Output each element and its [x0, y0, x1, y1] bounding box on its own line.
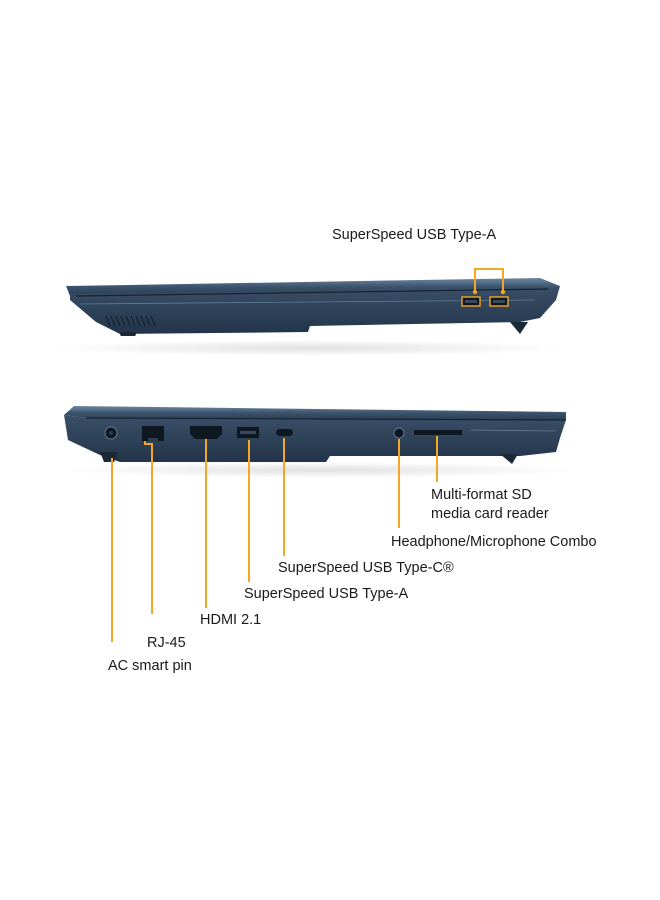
laptop-lid [66, 278, 560, 296]
laptop-shadow [50, 340, 570, 356]
usb-a-port-tongue [493, 300, 505, 303]
lid-edge-line [85, 417, 567, 421]
lid-edge-line [75, 288, 549, 297]
usb-c-label: SuperSpeed USB Type-C® [278, 560, 454, 576]
laptop-lid [64, 406, 566, 420]
hdmi-label: HDMI 2.1 [200, 612, 261, 628]
laptop-base [64, 415, 566, 462]
foot [120, 332, 136, 336]
ethernet-port-icon [142, 426, 164, 441]
ac-smart-pin-label: AC smart pin [108, 658, 192, 674]
base-seam-line [79, 299, 536, 305]
rj45-callout-line [144, 441, 153, 614]
rear-foot [500, 454, 518, 464]
rear-foot [510, 322, 528, 334]
laptop-right-side-view: SuperSpeed USB Type-A [50, 227, 570, 356]
ac-smart-pin-center [109, 431, 113, 435]
usb-a-callout-bracket [474, 268, 504, 290]
sd-card-label-line1: Multi-format SD [431, 487, 532, 503]
callout-dot [500, 289, 506, 295]
usb-a-port-tongue [240, 431, 256, 434]
callout-lines [111, 436, 438, 642]
base-seam-line [469, 429, 557, 432]
usb-a-port-tongue [465, 300, 477, 303]
laptop-base [70, 286, 560, 334]
sd-card-label-line2: media card reader [431, 506, 549, 522]
audio-jack-icon [393, 427, 405, 439]
vent-grille [105, 315, 156, 327]
laptop-shadow [60, 462, 580, 478]
rj45-label: RJ-45 [147, 635, 186, 651]
hdmi-port-icon [190, 426, 222, 439]
ethernet-port-clip [148, 438, 158, 442]
callout-dot [472, 289, 478, 295]
audio-jack-label: Headphone/Microphone Combo [391, 534, 597, 550]
usb-c-port-icon [276, 429, 293, 436]
laptop-left-side-view: Multi-format SD media card reader Headph… [60, 406, 597, 674]
usb-a-label-right: SuperSpeed USB Type-A [332, 227, 496, 243]
sd-card-slot-icon [414, 430, 462, 435]
usb-a-label: SuperSpeed USB Type-A [244, 586, 408, 602]
front-foot [100, 452, 118, 462]
